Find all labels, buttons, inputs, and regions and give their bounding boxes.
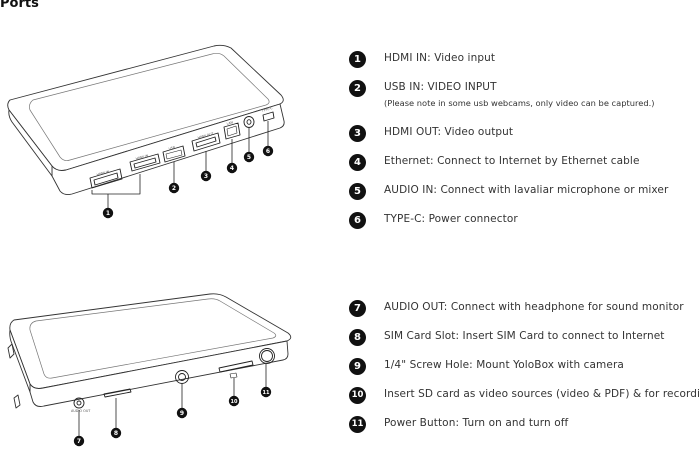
port-label-audio-out: AUDIO OUT [71, 409, 91, 413]
marker-7: 7 [73, 435, 85, 447]
svg-text:1: 1 [106, 210, 110, 217]
svg-text:4: 4 [230, 165, 234, 172]
page-title: Ports [0, 0, 39, 11]
svg-text:6: 6 [266, 148, 270, 155]
svg-text:10: 10 [231, 399, 238, 405]
port-label-hdmi-out: HDMI OUT [197, 132, 214, 140]
svg-text:8: 8 [114, 430, 118, 437]
legend-badge-4: 4 [349, 154, 366, 171]
marker-3: 3 [200, 170, 212, 182]
device-bottom-markers: 7 8 9 10 11 [73, 386, 272, 447]
svg-text:5: 5 [247, 154, 251, 161]
svg-text:7: 7 [77, 438, 81, 445]
svg-text:3: 3 [204, 173, 208, 180]
marker-5: 5 [243, 151, 255, 163]
marker-11: 11 [260, 386, 272, 398]
port-label-usb: USB [168, 145, 175, 151]
device-bottom-port-labels: AUDIO OUT [71, 409, 91, 413]
legend-badge-5: 5 [349, 183, 366, 200]
legend-label-5: AUDIO IN: Connect with lavaliar micropho… [384, 184, 669, 196]
marker-9: 9 [176, 407, 188, 419]
legend-badge-10: 10 [349, 387, 366, 404]
legend-badge-1: 1 [349, 51, 366, 68]
legend-note-2: (Please note in some usb webcams, only v… [384, 98, 655, 108]
port-label-type-c: TYPE-C [260, 106, 274, 113]
legend-label-2: USB IN: VIDEO INPUT [384, 81, 497, 93]
legend-label-8: SIM Card Slot: Insert SIM Card to connec… [384, 330, 665, 342]
svg-text:9: 9 [180, 410, 184, 417]
device-top-markers: 1 2 3 4 5 6 [102, 145, 274, 219]
legend-label-1: HDMI IN: Video input [384, 52, 496, 64]
marker-6: 6 [262, 145, 274, 157]
legend-badge-3: 3 [349, 125, 366, 142]
port-label-hdmi-in-1: HDMI IN [96, 169, 110, 177]
legend-label-10: Insert SD card as video sources (video &… [384, 388, 700, 400]
marker-8: 8 [110, 427, 122, 439]
device-bottom-illustration [7, 293, 292, 436]
legend-label-4: Ethernet: Connect to Internet by Etherne… [384, 155, 640, 167]
legend-label-3: HDMI OUT: Video output [384, 126, 514, 138]
legend-label-11: Power Button: Turn on and turn off [384, 417, 569, 429]
legend-badge-11: 11 [349, 416, 366, 433]
legend-label-9: 1/4" Screw Hole: Mount YoloBox with came… [384, 359, 624, 371]
legend-badge-9: 9 [349, 358, 366, 375]
legend-label-7: AUDIO OUT: Connect with headphone for so… [384, 301, 684, 313]
marker-4: 4 [226, 162, 238, 174]
marker-2: 2 [168, 182, 180, 194]
device-top-port-labels: HDMI IN HDMI IN USB HDMI OUT LAN TYPE-C [96, 106, 274, 177]
legend-label-6: TYPE-C: Power connector [384, 213, 518, 225]
legend-badge-2: 2 [349, 80, 366, 97]
marker-10: 10 [228, 395, 240, 407]
svg-text:11: 11 [263, 390, 270, 396]
port-label-lan: LAN [226, 120, 234, 126]
svg-text:2: 2 [172, 185, 176, 192]
legend-badge-8: 8 [349, 329, 366, 346]
legend-badge-7: 7 [349, 300, 366, 317]
marker-1: 1 [102, 207, 114, 219]
legend-badge-6: 6 [349, 212, 366, 229]
port-label-hdmi-in-2: HDMI IN [135, 153, 149, 161]
device-top-illustration [7, 44, 285, 209]
